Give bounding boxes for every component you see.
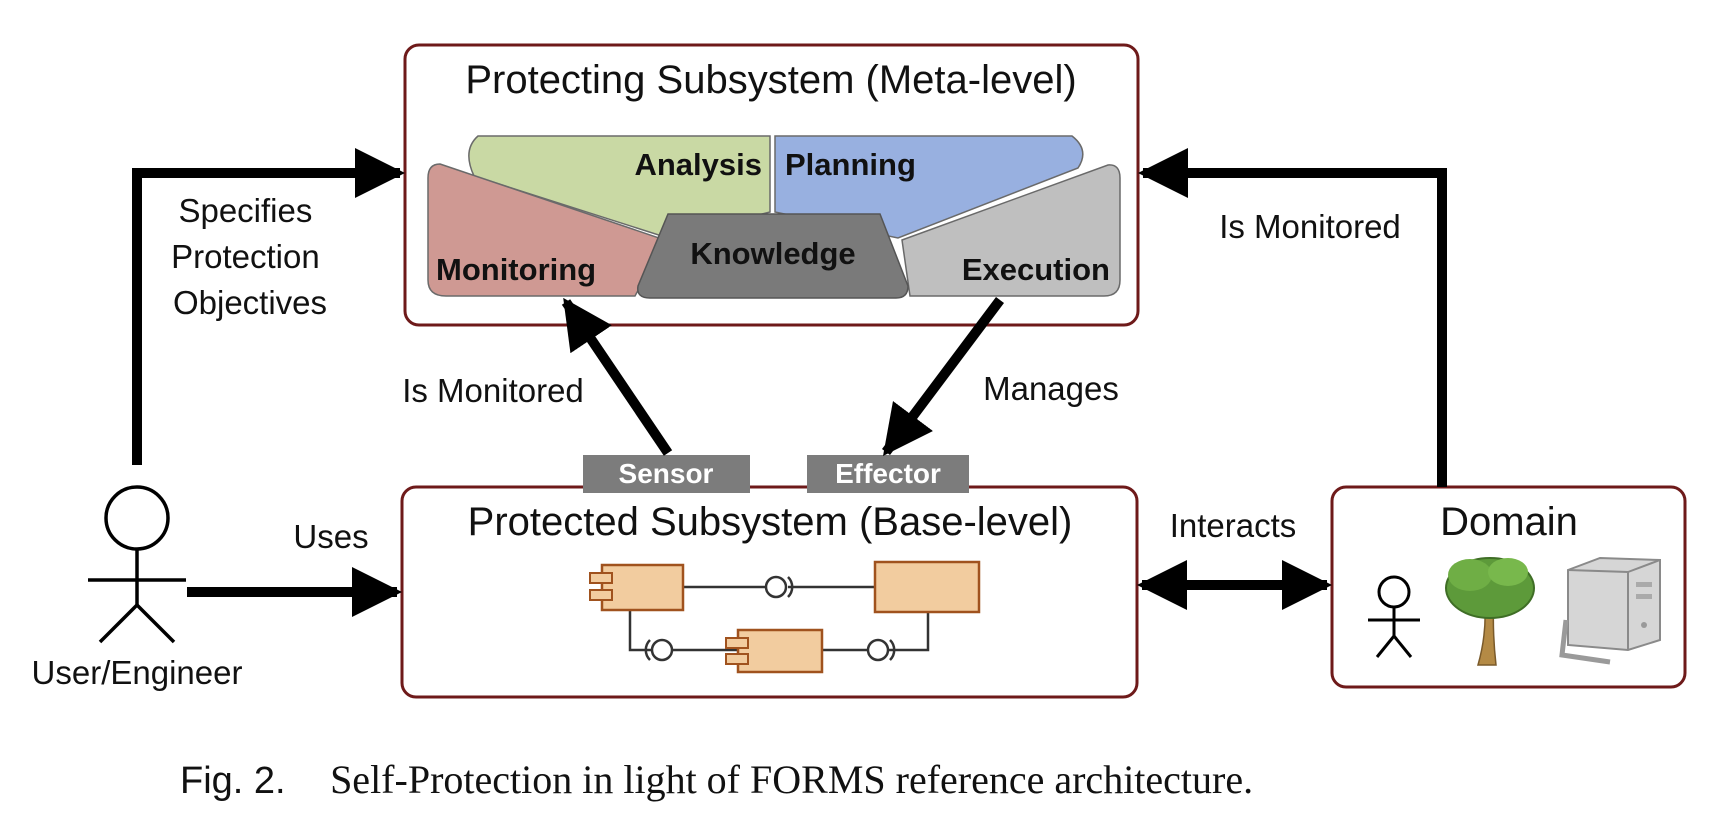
domain-title: Domain (1440, 500, 1578, 544)
figure-number: Fig. 2. (180, 760, 286, 802)
planning-label: Planning (785, 147, 916, 182)
is-monitored-right-label: Is Monitored (1219, 208, 1401, 245)
monitoring-label: Monitoring (436, 252, 596, 287)
planning-block (774, 135, 1084, 239)
user-engineer-actor: User/Engineer (32, 485, 243, 691)
manages-label: Manages (983, 370, 1119, 407)
interacts-label: Interacts (1170, 507, 1297, 544)
component-icon (589, 563, 685, 612)
is-monitored-left-label: Is Monitored (402, 372, 584, 409)
figure-caption: Fig. 2. Self-Protection in light of FORM… (180, 757, 1253, 802)
protected-subsystem-title: Protected Subsystem (Base-level) (468, 500, 1073, 544)
specifies-arrow (132, 148, 405, 465)
is-monitored-sensor-arrow (561, 297, 673, 456)
manages-arrow (882, 297, 1004, 456)
protecting-subsystem-title: Protecting Subsystem (Meta-level) (465, 58, 1076, 102)
sensor-label: Sensor (619, 458, 714, 489)
specifies-line-3: Objectives (173, 284, 327, 321)
person-icon (1368, 575, 1420, 658)
computer-tower-icon (1559, 556, 1661, 665)
protecting-subsystem: Protecting Subsystem (Meta-level) Analys… (403, 43, 1140, 327)
specifies-label: Specifies Protection Objectives (171, 192, 329, 321)
knowledge-label: Knowledge (690, 236, 855, 271)
monitoring-block (427, 163, 667, 297)
execution-label: Execution (962, 252, 1110, 287)
effector-tag: Effector (807, 455, 969, 493)
execution-block (901, 164, 1121, 297)
figure-caption-text: Self-Protection in light of FORMS refere… (330, 757, 1253, 802)
protected-subsystem: Protected Subsystem (Base-level) (400, 485, 1139, 699)
interface-icon (866, 638, 890, 662)
user-engineer-label: User/Engineer (32, 654, 243, 691)
stick-figure-icon (88, 485, 186, 644)
knowledge-block (637, 213, 909, 299)
sensor-tag: Sensor (583, 455, 750, 493)
effector-label: Effector (835, 458, 941, 489)
analysis-label: Analysis (634, 147, 762, 182)
component-icon (873, 560, 981, 614)
component-diagram (589, 560, 981, 674)
uses-label: Uses (293, 518, 368, 555)
is-monitored-domain-arrow (1138, 148, 1447, 487)
interface-icon (764, 575, 788, 599)
specifies-line-1: Specifies (178, 192, 312, 229)
component-icon (725, 628, 824, 674)
interface-icon (650, 638, 674, 662)
domain: Domain (1330, 485, 1687, 689)
tree-icon (1445, 557, 1535, 666)
specifies-line-2: Protection (171, 238, 320, 275)
